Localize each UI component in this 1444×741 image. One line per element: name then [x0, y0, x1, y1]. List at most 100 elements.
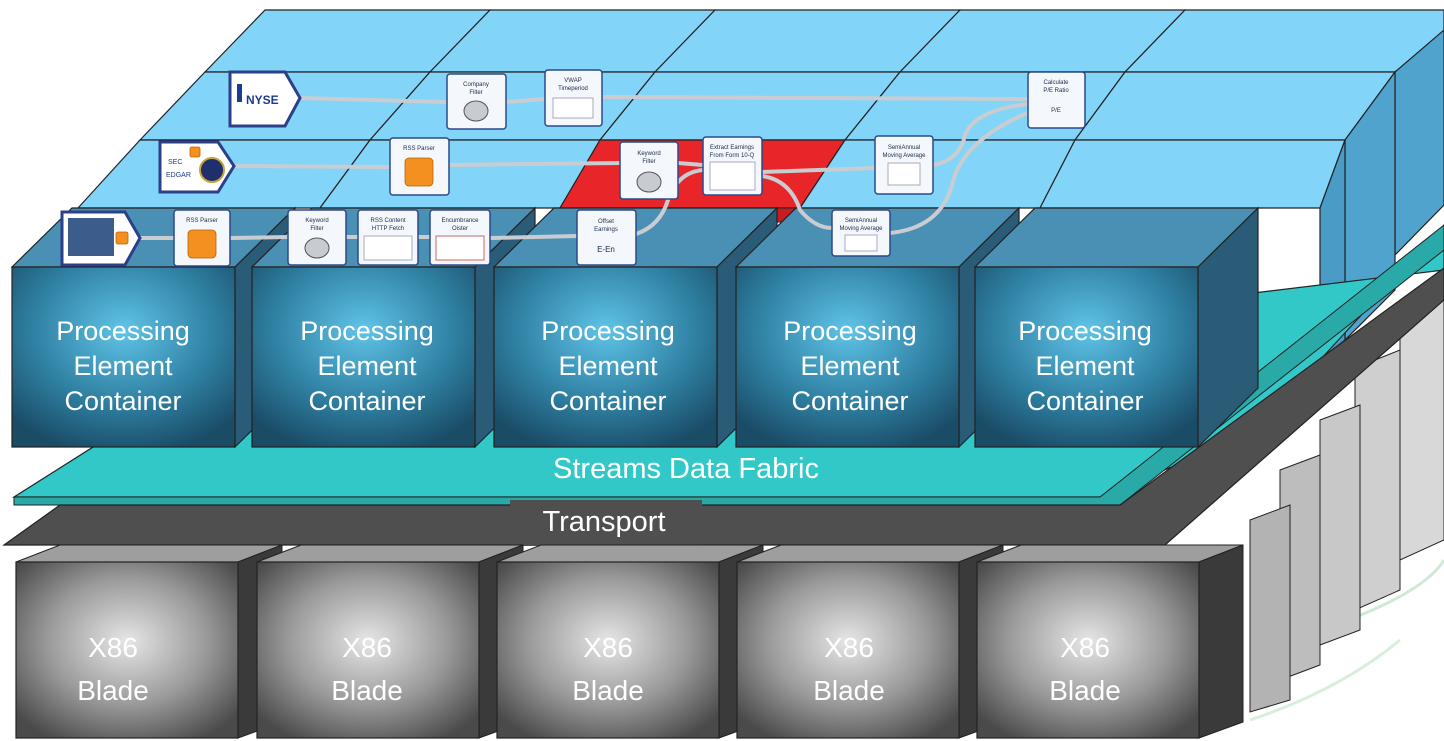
x86-blade: X86 Blade: [256, 544, 524, 739]
operator-semiannual-top: SemiAnnual Moving Average: [874, 135, 934, 195]
container-label-line2: Element: [317, 351, 417, 381]
edgar-label: EDGAR: [166, 172, 191, 179]
operator-label: Earnings: [594, 227, 618, 233]
operator-label: Company: [463, 82, 489, 88]
blade-label-line2: Blade: [1049, 675, 1121, 706]
operator-label: Moving Average: [883, 153, 927, 159]
operator-keyword-filter-mid: Keyword Filter: [619, 141, 679, 200]
funnel-filter-icon: [304, 237, 330, 259]
funnel-filter-icon: [636, 171, 662, 193]
rss-feed-icon: [404, 157, 434, 187]
operator-label: Keyword: [305, 218, 328, 224]
x86-blade: X86 Blade: [976, 544, 1244, 739]
operator-label: From Form 10-Q: [710, 153, 755, 159]
operator-label: RSS Content: [370, 218, 405, 224]
blade-row: X86 Blade X86 Blade X86 Blade X86 Blade: [15, 544, 1244, 739]
container-label-line3: Container: [791, 386, 908, 416]
operator-label: Calculate: [1043, 80, 1069, 86]
operator-label: Timeperiod: [558, 86, 588, 92]
blade-label-line1: X86: [824, 632, 874, 663]
operator-semiannual-bottom: SemiAnnual Moving Average: [831, 209, 891, 257]
container-label-line1: Processing: [56, 316, 190, 346]
blade-label-line2: Blade: [331, 675, 403, 706]
document-icon: [709, 161, 756, 191]
sec-edgar-source: SEC EDGAR: [158, 140, 236, 194]
sec-seal-icon: [199, 157, 225, 183]
funnel-filter-icon: [463, 100, 489, 122]
container-label-line1: Processing: [1018, 316, 1152, 346]
sec-label: SEC: [168, 159, 182, 166]
operator-label: HTTP Fetch: [372, 226, 404, 232]
operator-label: P/E Ratio: [1043, 88, 1069, 94]
nyse-logo-icon: [237, 84, 242, 102]
rss-feed-icon: [115, 231, 129, 245]
operator-label: RSS Parser: [403, 146, 435, 152]
container-label-line1: Processing: [783, 316, 917, 346]
web-news-source: [60, 210, 142, 267]
container-label-line2: Element: [1035, 351, 1135, 381]
operator-label: Filter: [642, 159, 655, 165]
container-label-line1: Processing: [300, 316, 434, 346]
webpage-icon: [363, 235, 413, 261]
blade-rack-right-side: [1249, 299, 1444, 713]
sparkline-chart-icon: [552, 97, 594, 119]
transport-label: Transport: [542, 506, 665, 538]
blade-label-line2: Blade: [572, 675, 644, 706]
x86-blade: X86 Blade: [736, 544, 1004, 739]
operator-label: Encumbrance: [441, 218, 479, 224]
formula-icon: P/E: [1051, 108, 1061, 114]
moving-average-chart-icon: [887, 162, 921, 186]
fabric-label: Streams Data Fabric: [553, 453, 819, 485]
operator-label: RSS Parser: [186, 218, 218, 224]
operator-label: VWAP: [564, 78, 581, 84]
operator-label: Filter: [310, 226, 323, 232]
blade-label-line1: X86: [583, 632, 633, 663]
container-label-line3: Container: [1026, 386, 1143, 416]
rss-feed-icon: [189, 146, 201, 158]
container-label-line3: Container: [64, 386, 181, 416]
blade-label-line2: Blade: [813, 675, 885, 706]
x86-blade: X86 Blade: [15, 544, 283, 739]
operator-encumbrance: Encumbrance Oister: [429, 209, 491, 266]
operator-rss-parser-bottom: RSS Parser: [173, 209, 231, 267]
nyse-source: NYSE: [228, 70, 302, 128]
operator-rss-parser-mid: RSS Parser: [389, 137, 450, 196]
container-label-line2: Element: [800, 351, 900, 381]
moving-average-chart-icon: [844, 234, 878, 252]
blade-label-line1: X86: [88, 632, 138, 663]
x86-blade: X86 Blade: [496, 544, 764, 739]
blade-label-line1: X86: [1060, 632, 1110, 663]
container-label-line3: Container: [308, 386, 425, 416]
operator-rss-content-fetch: RSS Content HTTP Fetch: [357, 209, 419, 266]
operator-vwap: VWAP Timeperiod: [544, 69, 603, 127]
document-icon: [435, 235, 485, 261]
rss-feed-icon: [187, 229, 217, 259]
operator-label: Oister: [452, 226, 468, 232]
container-label-line1: Processing: [541, 316, 675, 346]
webpage-thumbnail-icon: [68, 218, 114, 256]
decorative-arc: [1249, 638, 1401, 722]
operator-offset-earnings: Offset Earnings E-En: [576, 209, 637, 266]
operator-extract-earnings: Extract Earnings From Form 10-Q: [702, 136, 763, 196]
blade-label-line1: X86: [342, 632, 392, 663]
operator-label: Filter: [469, 90, 482, 96]
transport-layer: Transport: [2, 267, 1444, 546]
operator-formula: E-En: [597, 245, 615, 254]
operator-label: Offset: [598, 219, 614, 225]
processing-element-container: Processing Element Container: [973, 206, 1260, 449]
operator-label: Extract Earnings: [710, 145, 754, 151]
stream-connections: [138, 95, 1032, 240]
container-label-line3: Container: [549, 386, 666, 416]
operator-label: Moving Average: [840, 226, 884, 232]
container-label-line2: Element: [73, 351, 173, 381]
container-label-line2: Element: [558, 351, 658, 381]
operator-company-filter: Company Filter: [446, 73, 507, 130]
operator-label: Keyword: [637, 151, 660, 157]
operator-label: SemiAnnual: [845, 218, 877, 224]
nyse-label: NYSE: [246, 93, 279, 107]
operator-calculate-pe: Calculate P/E Ratio P/E: [1027, 71, 1086, 129]
operator-keyword-filter-bottom: Keyword Filter: [287, 209, 347, 266]
blade-label-line2: Blade: [77, 675, 149, 706]
operator-label: SemiAnnual: [888, 145, 920, 151]
